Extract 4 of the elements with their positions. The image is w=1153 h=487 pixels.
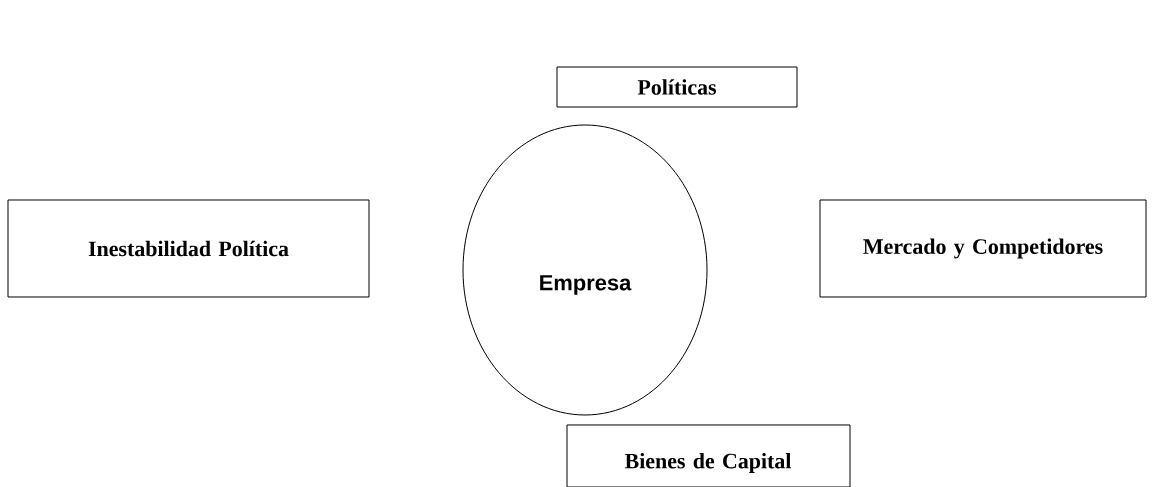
text-box: Inestabilidad Política [7, 199, 370, 298]
text-box: Mercado y Competidores [819, 199, 1147, 298]
text-box: Bienes de Capital [566, 424, 851, 487]
text-box: Políticas [556, 66, 798, 108]
